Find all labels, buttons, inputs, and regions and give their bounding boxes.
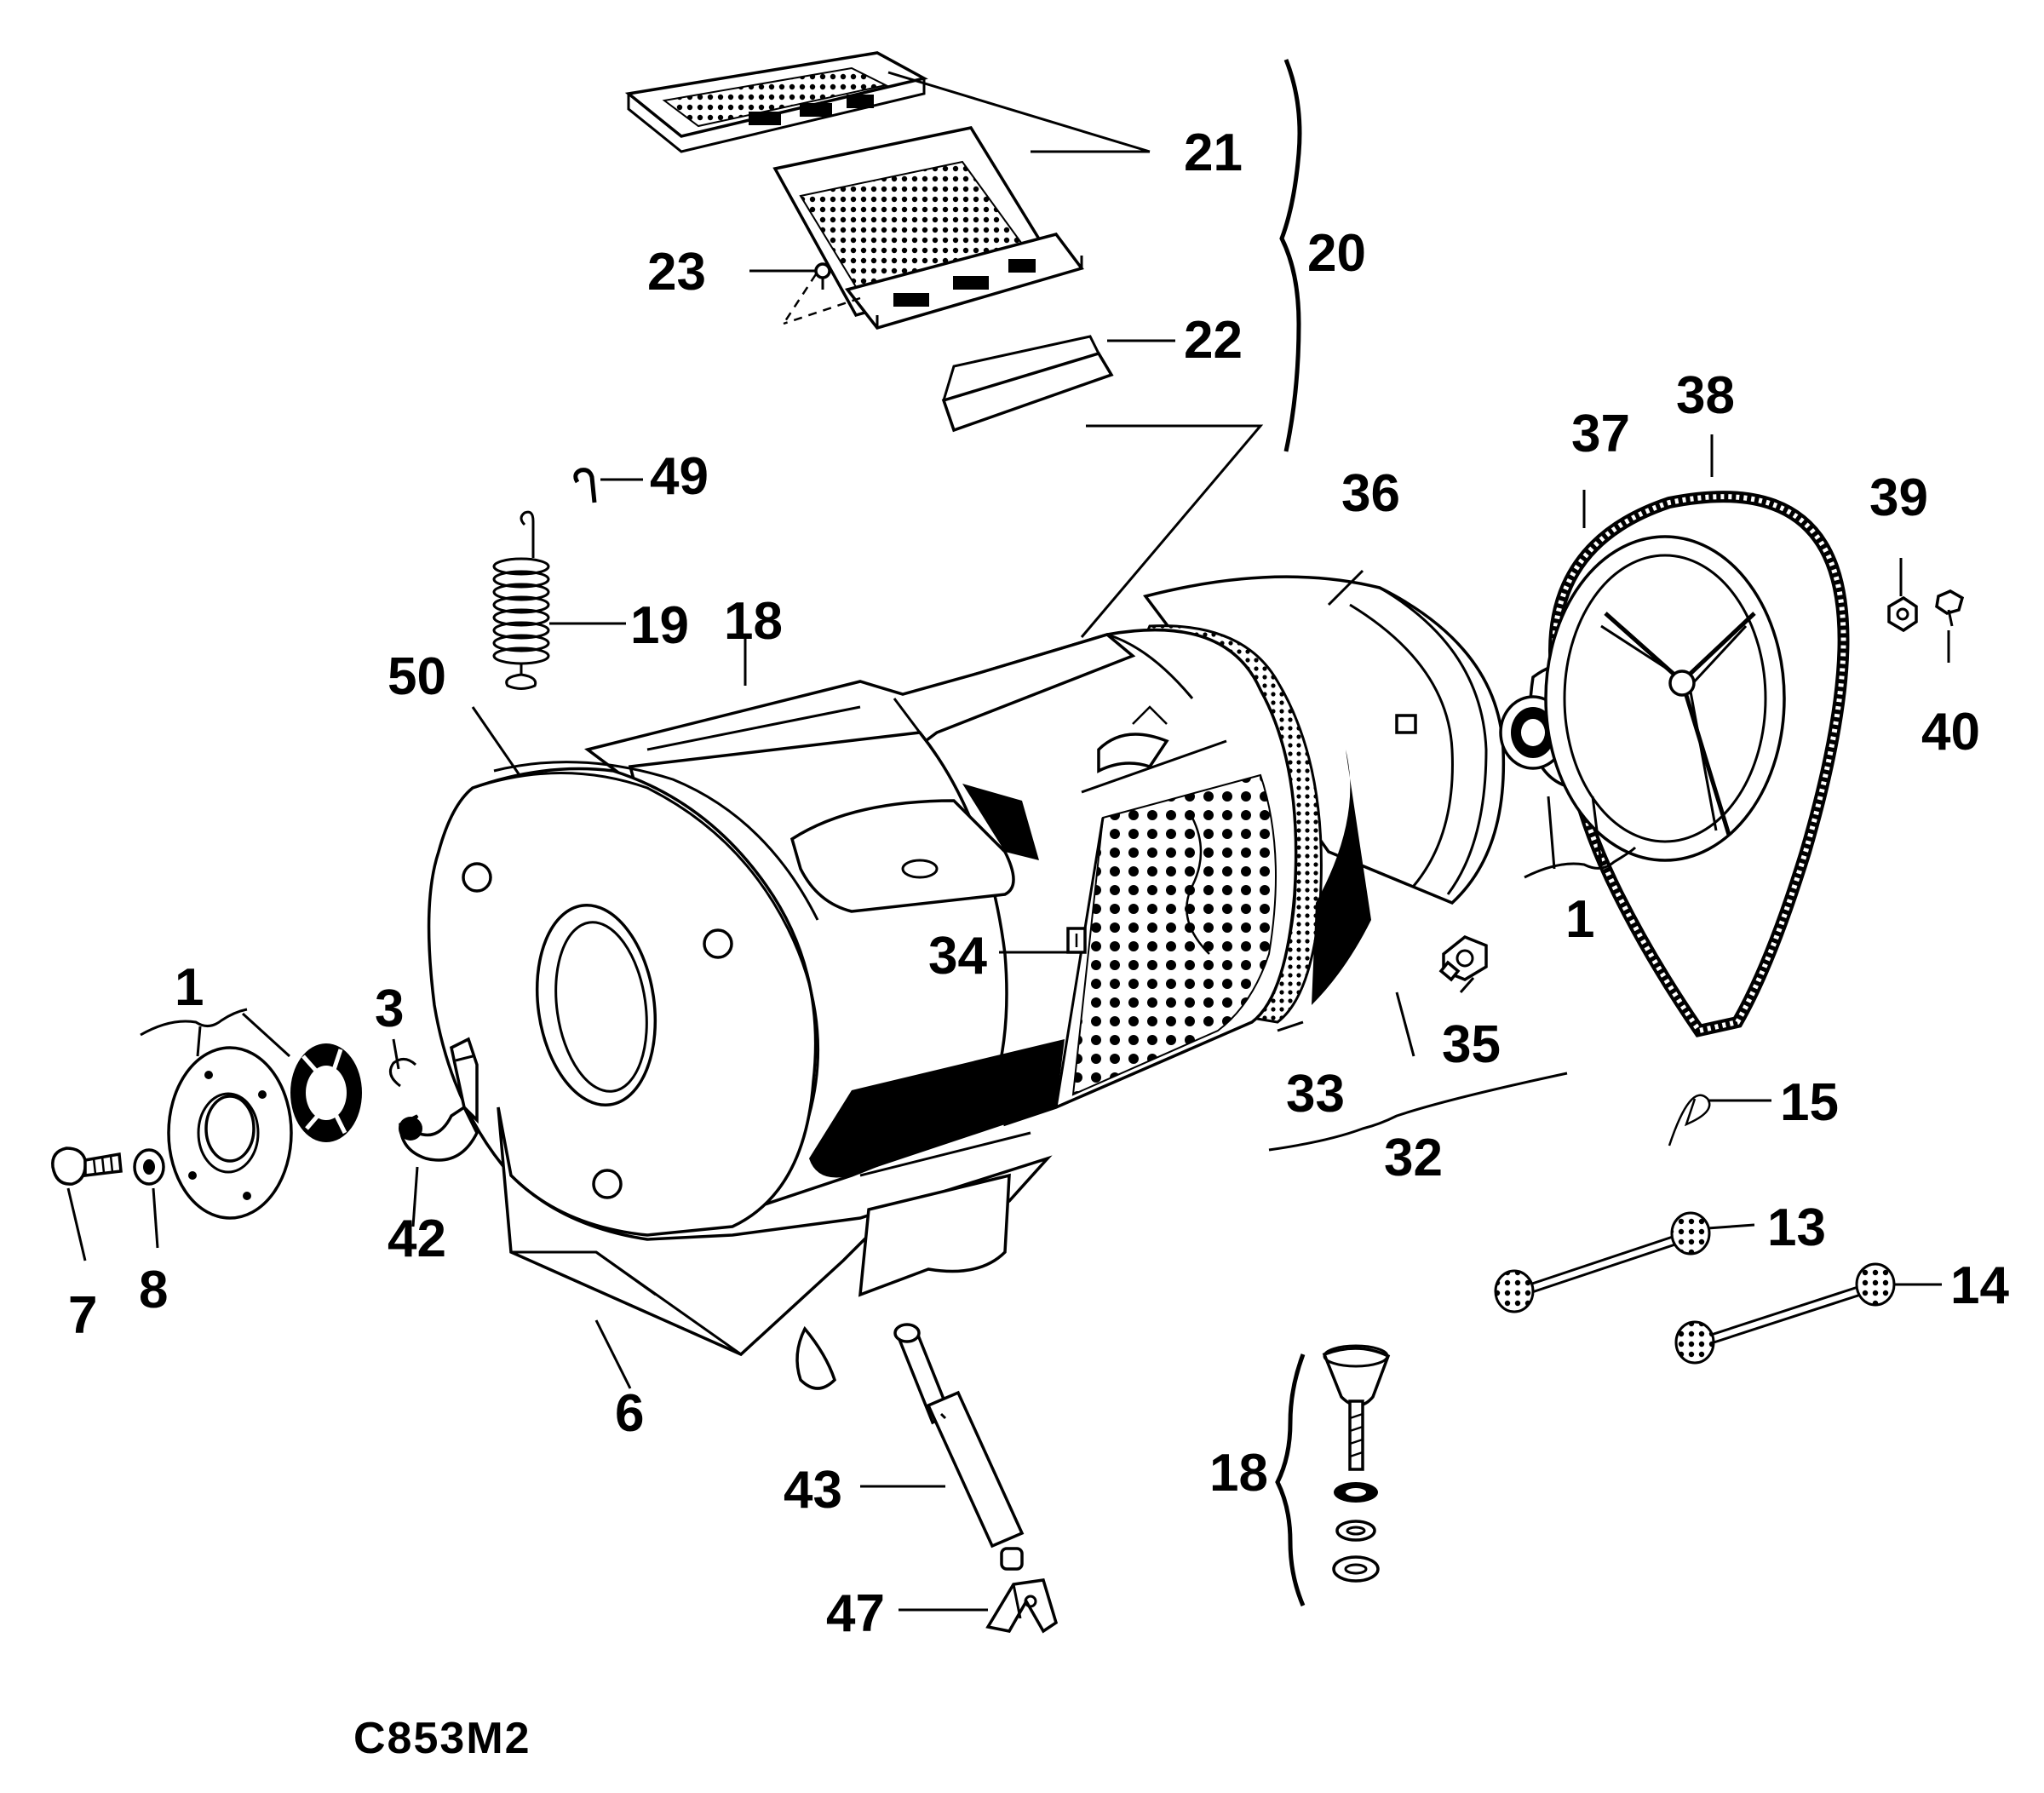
callout-3: 3 <box>375 980 404 1038</box>
callout-21: 20 <box>1307 224 1366 283</box>
clip-part <box>1066 927 1087 954</box>
callout-7: 7 <box>68 1286 97 1345</box>
tub-sump-part <box>497 1106 1053 1390</box>
callout-35: 35 <box>1442 1015 1501 1074</box>
callout-13: 13 <box>1767 1198 1826 1257</box>
front-bearing-flange-part <box>167 1046 293 1220</box>
callout-25: 23 <box>647 243 706 302</box>
callout-33: 32 <box>1384 1129 1443 1187</box>
callout-8: 8 <box>139 1261 168 1319</box>
callout-40: 40 <box>1921 703 1980 761</box>
callout-labels: 21 20 23 22 49 19 18 50 36 37 38 39 40 1… <box>68 124 2009 1763</box>
callout-19: 18 <box>724 592 783 651</box>
callout-15: 15 <box>1780 1073 1839 1132</box>
suspension-spring-part <box>492 510 550 690</box>
callout-22: 21 <box>1184 124 1243 182</box>
callout-36: 36 <box>1341 464 1400 523</box>
callout-38: 38 <box>1676 366 1735 425</box>
callout-18: 18 <box>1209 1444 1268 1503</box>
shock-absorber-part <box>893 1323 1025 1571</box>
callout-49: 43 <box>784 1461 842 1520</box>
drawing-code: C853M2 <box>353 1714 531 1763</box>
callout-1-right: 1 <box>1565 890 1594 949</box>
drum-paddle-part <box>941 335 1114 433</box>
callout-50: 47 <box>826 1584 885 1643</box>
drum-pulley-part <box>1544 535 1786 862</box>
callout-42: 42 <box>388 1210 446 1268</box>
callout-14: 14 <box>1950 1256 2009 1315</box>
lid-screw-part <box>782 262 861 325</box>
split-pin-part <box>1668 1094 1711 1146</box>
bearing-seal-part <box>290 1043 362 1142</box>
absorber-bracket-part <box>985 1578 1059 1634</box>
damper-rod-lower-part <box>1674 1262 1896 1365</box>
callout-1-left: 1 <box>175 958 204 1017</box>
front-tub-flange-part <box>427 761 820 1237</box>
lid-panel-lower-part <box>772 126 1084 330</box>
pulley-nut-part <box>1887 595 1918 633</box>
drive-belt-part <box>1548 491 1850 1037</box>
callout-34: 33 <box>1286 1065 1345 1123</box>
pulley-bolt-part <box>1935 589 1965 627</box>
callout-32: 34 <box>928 927 987 986</box>
bolt-part <box>51 1146 123 1186</box>
hook-part <box>573 468 597 503</box>
callout-43: 49 <box>650 447 709 506</box>
callout-37: 37 <box>1571 405 1630 463</box>
leader-lines <box>66 59 1950 1612</box>
adjustable-foot-part <box>1322 1344 1391 1583</box>
callout-23: 22 <box>1184 311 1243 370</box>
callout-20: 19 <box>630 596 689 655</box>
lid-panel-upper-part <box>624 51 928 153</box>
washer-part <box>133 1148 165 1186</box>
circlip-part <box>388 1058 417 1088</box>
damper-rod-upper-part <box>1494 1211 1711 1313</box>
callout-6: 6 <box>615 1384 644 1443</box>
clamp-bracket-part <box>399 1037 479 1162</box>
nut-part <box>1438 934 1488 982</box>
callout-47: 50 <box>388 647 446 706</box>
callout-39: 39 <box>1869 468 1928 527</box>
